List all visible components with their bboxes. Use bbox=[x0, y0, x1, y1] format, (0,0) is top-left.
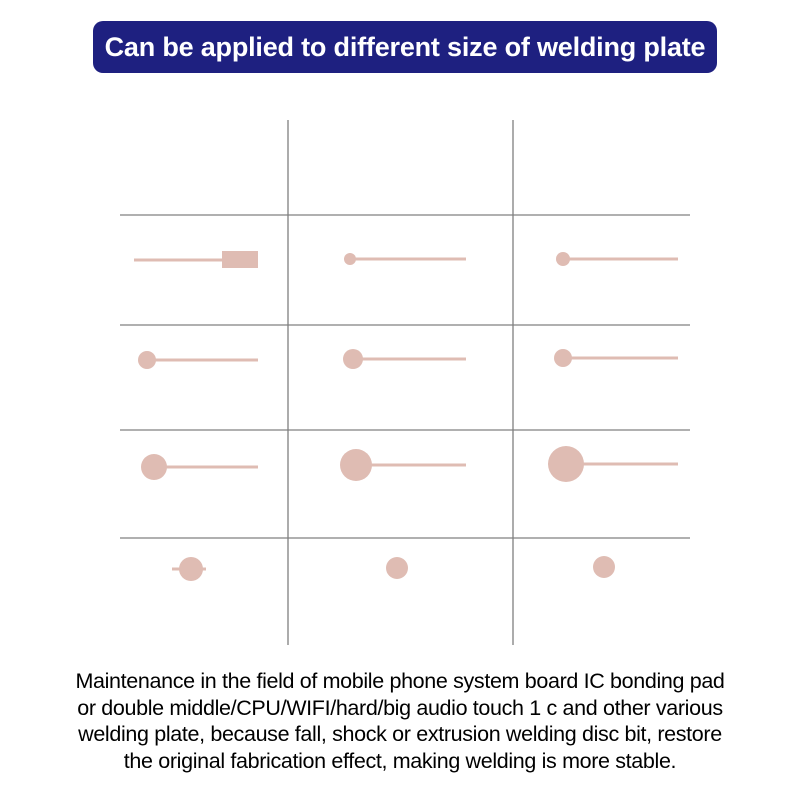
pad-shape-r4c3 bbox=[593, 556, 615, 578]
grid-lines bbox=[120, 120, 690, 645]
pad-shape-r2c1 bbox=[138, 351, 258, 369]
welding-pad-shapes bbox=[134, 251, 678, 581]
pad-dot-r3c2 bbox=[340, 449, 372, 481]
pad-shape-r3c3 bbox=[548, 446, 678, 482]
welding-plate-size-diagram bbox=[0, 90, 800, 660]
pad-shape-r1c2 bbox=[344, 253, 466, 265]
pad-shape-r1c3 bbox=[556, 252, 678, 266]
pad-dot-r4c2 bbox=[386, 557, 408, 579]
pad-dot-r3c3 bbox=[548, 446, 584, 482]
pad-shape-r2c3 bbox=[554, 349, 678, 367]
pad-dot-r4c1 bbox=[179, 557, 203, 581]
diagram-canvas bbox=[120, 120, 690, 645]
pad-dot-r4c3 bbox=[593, 556, 615, 578]
pad-rect-r1c1 bbox=[222, 251, 258, 268]
banner-title: Can be applied to different size of weld… bbox=[104, 31, 706, 62]
caption-line-2: or double middle/CPU/WIFI/hard/big audio… bbox=[77, 695, 723, 720]
pad-dot-r2c2 bbox=[343, 349, 363, 369]
caption-line-1: Maintenance in the field of mobile phone… bbox=[75, 669, 725, 693]
pad-dot-r2c3 bbox=[554, 349, 572, 367]
pad-shape-r3c1 bbox=[141, 454, 258, 480]
caption-line-3: welding plate, because fall, shock or ex… bbox=[78, 722, 722, 746]
pad-dot-r3c1 bbox=[141, 454, 167, 480]
header-banner: Can be applied to different size of weld… bbox=[93, 21, 717, 73]
caption-line-4: the original fabrication effect, making … bbox=[123, 748, 677, 773]
pad-shape-r2c2 bbox=[343, 349, 466, 369]
caption-text: Maintenance in the field of mobile phone… bbox=[8, 668, 792, 774]
pad-shape-r1c1 bbox=[134, 251, 258, 268]
pad-dot-r2c1 bbox=[138, 351, 156, 369]
pad-shape-r4c2 bbox=[386, 557, 408, 579]
pad-dot-r1c3 bbox=[556, 252, 570, 266]
pad-shape-r3c2 bbox=[340, 449, 466, 481]
pad-shape-r4c1 bbox=[172, 557, 206, 581]
pad-dot-r1c2 bbox=[344, 253, 356, 265]
